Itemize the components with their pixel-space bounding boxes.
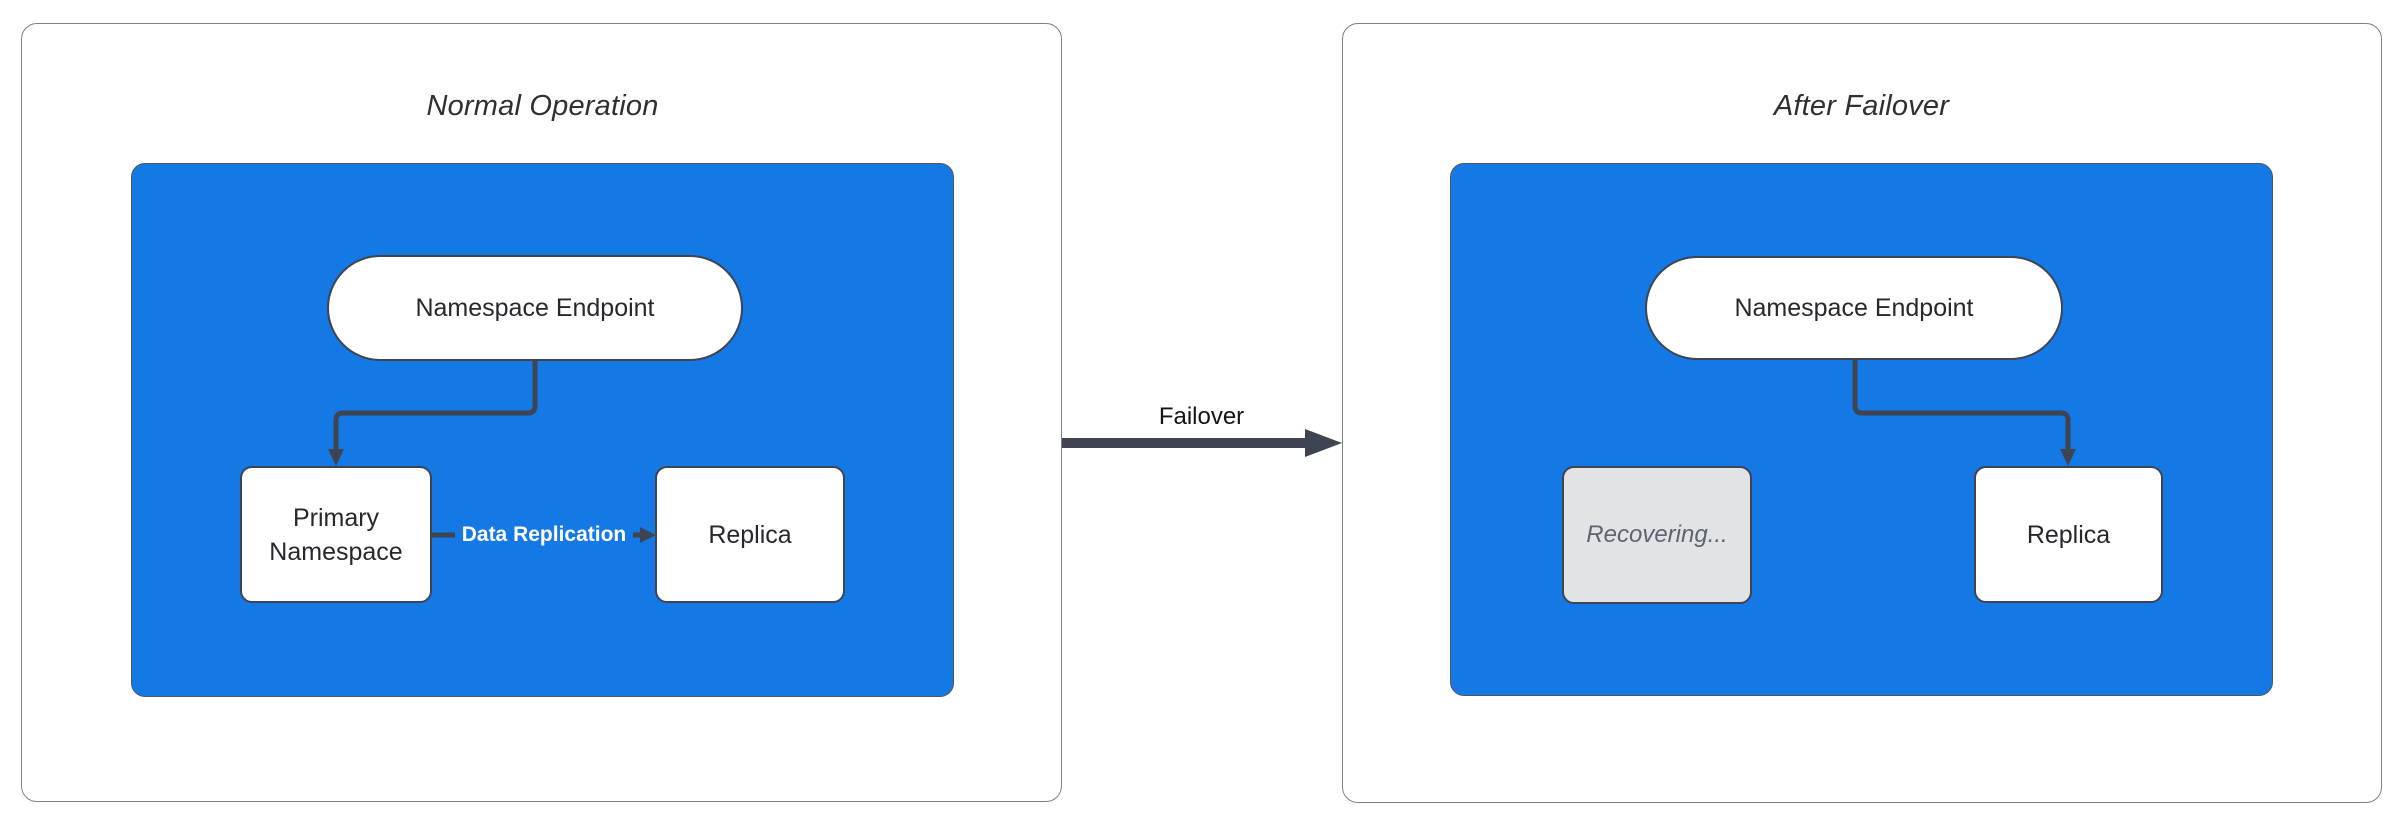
failover-label: Failover	[1158, 403, 1245, 430]
namespace-container-failover	[1450, 163, 2273, 696]
namespace-container-normal	[131, 163, 954, 697]
namespace-endpoint-node-normal: Namespace Endpoint	[327, 255, 743, 361]
data-replication-label: Data Replication	[455, 521, 633, 549]
recovering-label: Recovering...	[1586, 521, 1728, 548]
namespace-endpoint-node-failover: Namespace Endpoint	[1645, 256, 2063, 360]
panel-title-after-failover: After Failover	[1773, 90, 1950, 122]
replica-node-failover: Replica	[1974, 466, 2163, 603]
primary-namespace-label: Primary Namespace	[269, 503, 403, 566]
namespace-endpoint-label-normal: Namespace Endpoint	[415, 294, 655, 322]
replica-label-failover: Replica	[2026, 520, 2111, 549]
recovering-node: Recovering...	[1562, 466, 1752, 604]
replica-label-normal: Replica	[708, 520, 792, 549]
namespace-endpoint-label-failover: Namespace Endpoint	[1734, 294, 1974, 322]
panel-title-normal-operation: Normal Operation	[426, 90, 659, 122]
primary-namespace-node: Primary Namespace	[240, 466, 432, 603]
replica-node-normal: Replica	[655, 466, 845, 603]
failover-arrowhead	[1305, 429, 1342, 457]
